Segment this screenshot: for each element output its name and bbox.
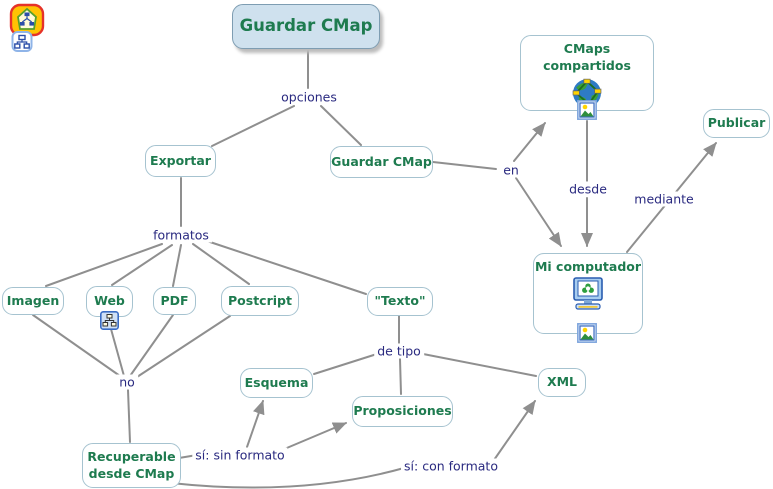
cmaps-compartidos-attachment[interactable] [577, 100, 597, 120]
image-resource-icon [577, 100, 597, 120]
node-recuperable[interactable]: Recuperable desde CMap [82, 443, 181, 488]
cmaptools-logo[interactable] [8, 3, 46, 53]
node-esquema-label: Esquema [244, 374, 309, 390]
node-proposiciones[interactable]: Proposiciones [352, 396, 453, 427]
node-exportar-label: Exportar [150, 152, 211, 168]
node-pdf[interactable]: PDF [153, 287, 196, 315]
node-guardar-cmap-label: Guardar CMap [331, 153, 432, 169]
node-mi-computador-label: Mi computador [534, 259, 642, 274]
my-computer-icon [573, 277, 603, 310]
node-postcript-label: Postcript [228, 292, 292, 308]
node-xml[interactable]: XML [538, 368, 586, 397]
link-desde[interactable]: desde [566, 181, 610, 197]
link-mediante[interactable]: mediante [631, 191, 697, 207]
node-texto[interactable]: "Texto" [367, 287, 433, 316]
node-cmaps-compartidos[interactable]: CMaps compartidos [520, 35, 654, 111]
web-attachment[interactable] [100, 311, 119, 330]
image-resource-icon [577, 323, 597, 343]
link-opciones[interactable]: opciones [278, 89, 340, 105]
node-publicar-label: Publicar [707, 115, 766, 131]
link-si-con-formato[interactable]: sí: con formato [401, 458, 501, 474]
link-formatos[interactable]: formatos [150, 227, 212, 243]
link-en[interactable]: en [500, 162, 522, 178]
mi-computador-attachment[interactable] [577, 323, 597, 343]
node-title-label: Guardar CMap [239, 16, 373, 36]
node-exportar[interactable]: Exportar [145, 145, 216, 177]
node-imagen-label: Imagen [6, 292, 60, 308]
link-no[interactable]: no [116, 374, 138, 390]
cmap-resource-icon [100, 311, 119, 330]
shared-cmaps-globe-icon [572, 78, 602, 107]
node-xml-label: XML [546, 374, 578, 390]
node-imagen[interactable]: Imagen [2, 287, 64, 315]
node-recuperable-label: Recuperable desde CMap [87, 448, 176, 481]
node-web-label: Web [94, 293, 125, 309]
node-guardar-cmap[interactable]: Guardar CMap [330, 146, 433, 178]
node-esquema[interactable]: Esquema [240, 368, 313, 398]
node-publicar[interactable]: Publicar [703, 109, 770, 138]
node-postcript[interactable]: Postcript [221, 286, 299, 316]
node-pdf-label: PDF [160, 292, 189, 308]
node-cmaps-compartidos-label: CMaps compartidos [543, 41, 631, 73]
link-si-sin-formato[interactable]: sí: sin formato [192, 447, 288, 463]
link-de-tipo[interactable]: de tipo [374, 343, 424, 359]
node-proposiciones-label: Proposiciones [353, 403, 452, 419]
node-mi-computador[interactable]: Mi computador [533, 253, 643, 334]
node-title[interactable]: Guardar CMap [232, 4, 380, 49]
cmaptools-logo-icon [9, 3, 45, 52]
node-texto-label: "Texto" [374, 293, 426, 309]
